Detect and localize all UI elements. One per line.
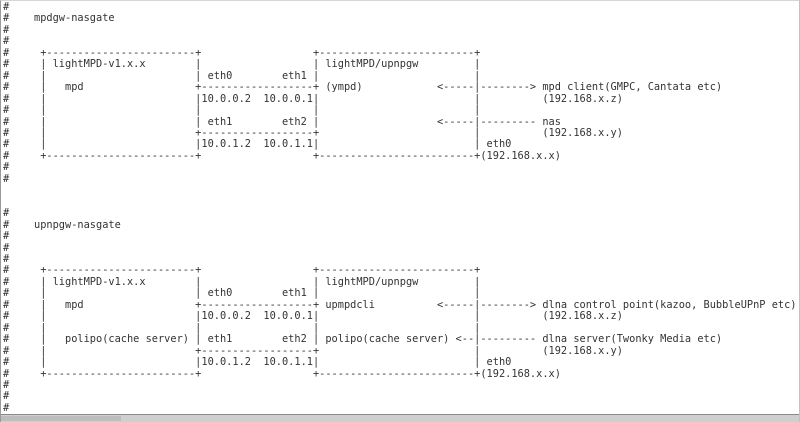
scrollbar-thumb[interactable] (1, 416, 121, 421)
horizontal-scrollbar[interactable] (1, 414, 799, 422)
